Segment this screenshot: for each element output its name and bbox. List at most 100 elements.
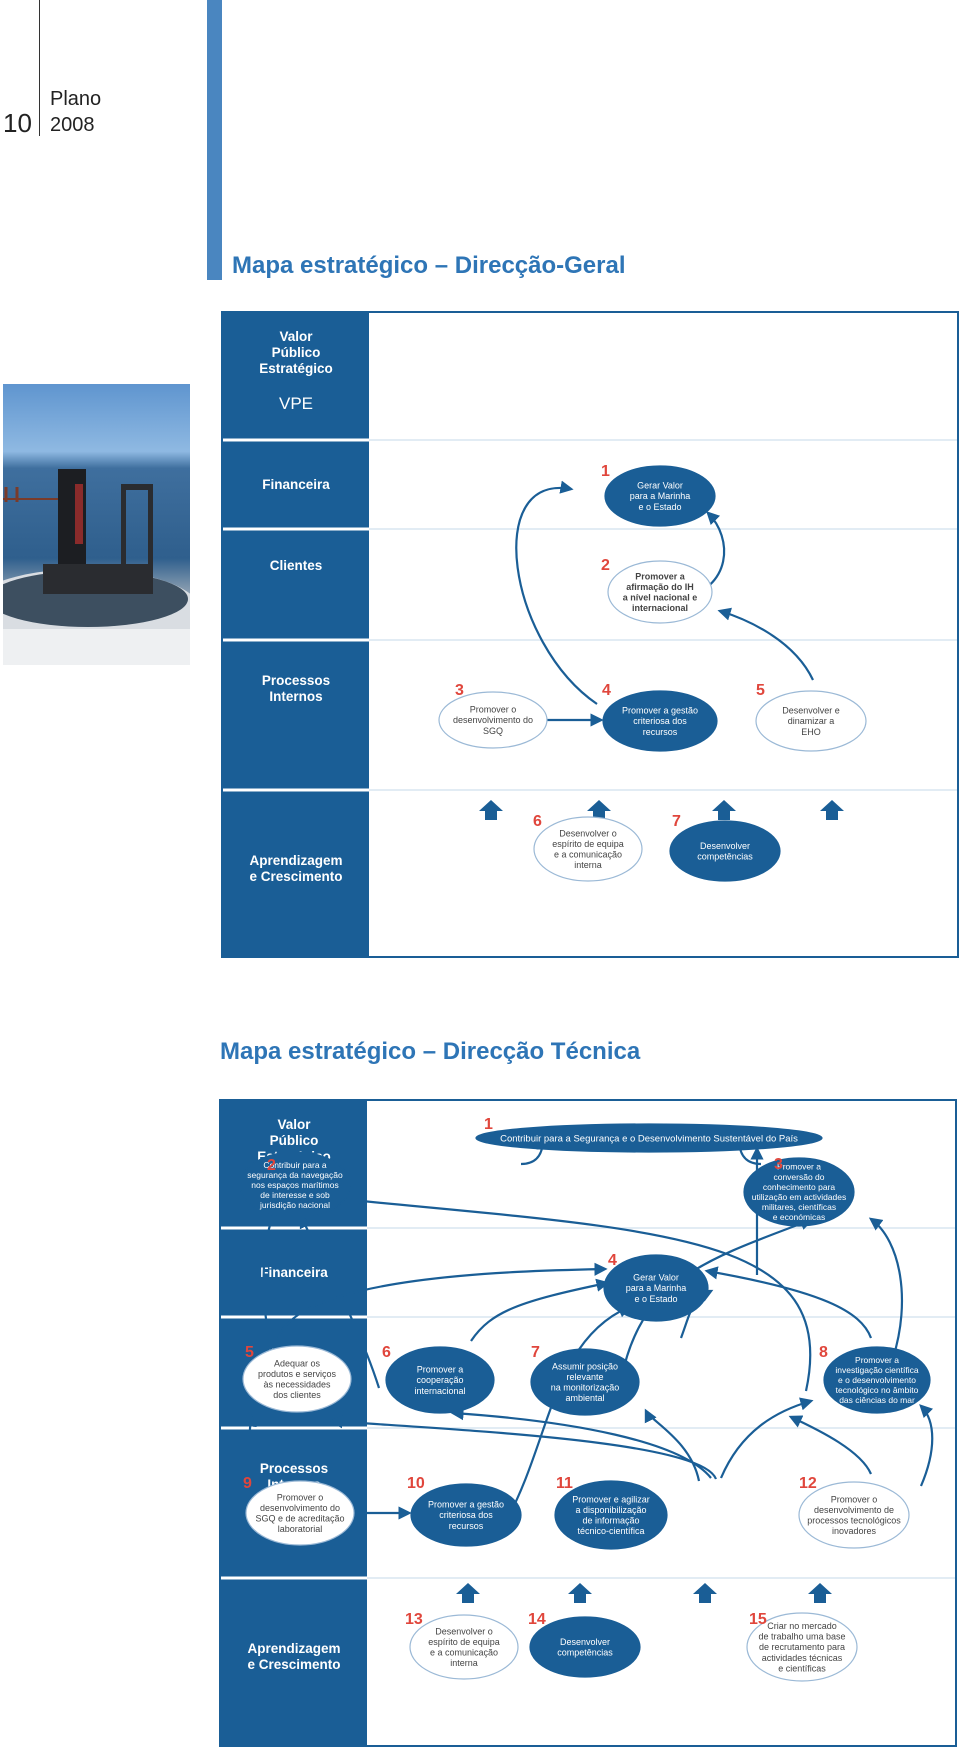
up-arrow-icon [693,1583,717,1603]
dg-objective-6-number: 6 [533,813,542,830]
arrow-8-to-3 [868,1217,903,1359]
dt-objective-1 [475,1123,823,1153]
dt-objective-3 [743,1157,855,1227]
instrument-photo [3,384,190,665]
document-year: 2008 [50,114,95,136]
dg-objective-6 [533,816,643,882]
up-arrow-icon [808,1583,832,1603]
page-number: 10 [3,108,32,138]
dg-objective-3 [438,691,548,749]
strategy-map-direccao-tecnica: ValorPúblicoEstratégicoVPEFinanceiraClie… [219,1099,957,1747]
decorative-blue-bar [207,0,222,280]
dt-objective-1-text: Contribuir para a Segurança e o Desenvol… [500,1133,798,1144]
up-arrow-icon [587,800,611,820]
arrow-8-to-4 [704,1266,873,1339]
up-arrow-icon [820,800,844,820]
dg-row-label-financeira: Financeira [262,477,330,492]
arrow-11-to-8 [719,1397,814,1479]
up-arrow-icon [712,800,736,820]
arrow-4-to-1 [515,480,598,705]
dt-objective-8-number: 8 [819,1344,828,1361]
dg-row-label-clientes: Clientes [270,558,323,573]
dg-objective-5-number: 5 [756,682,765,699]
title-map-direccao-tecnica: Mapa estratégico – Direcção Técnica [220,1038,641,1065]
dg-objective-1 [604,465,716,527]
arrow-12-to-8 [919,1404,934,1487]
dt-objective-14-number: 14 [528,1611,546,1628]
arrow-12-to-7 [788,1415,873,1475]
up-arrow-icon [456,1583,480,1603]
dt-objective-7-number: 7 [531,1344,540,1361]
dg-objective-2-number: 2 [601,557,610,574]
dt-objective-12 [798,1481,910,1549]
perspective-sidebar [223,313,369,956]
dt-objective-8 [823,1346,931,1414]
dg-objective-4 [602,690,718,752]
dt-objective-9 [245,1480,355,1546]
arrow-6-to-4 [470,1278,610,1342]
dg-objective-2 [607,560,713,624]
dt-objective-14 [529,1616,641,1678]
arrow-11-to-5 [329,1415,718,1480]
dt-objective-2 [239,1151,351,1219]
dt-objective-12-number: 12 [799,1475,817,1492]
dt-objective-4 [603,1254,709,1322]
dg-objective-7 [669,820,781,882]
dt-objective-15 [746,1612,858,1682]
dg-objective-3-number: 3 [455,682,464,699]
header-divider [39,0,40,136]
arrow-5-to-4 [276,1262,608,1339]
dg-objective-4-number: 4 [602,682,611,699]
dt-objective-3-number: 3 [774,1156,783,1173]
arrow-11-to-7 [644,1408,701,1482]
dt-objective-2-number: 2 [267,1157,276,1174]
dt-objective-9-number: 9 [243,1475,252,1492]
dt-objective-10 [410,1483,522,1547]
arrow-9-to-5 [243,1413,257,1505]
dt-objective-5 [242,1345,352,1413]
diagram-dt-canvas: ValorPúblicoEstratégicoVPEFinanceiraClie… [221,1101,955,1745]
dt-objective-4-number: 4 [608,1252,617,1269]
dt-objective-5-number: 5 [245,1344,254,1361]
dt-objective-7 [530,1348,640,1416]
dt-row-label-financeira: Financeira [260,1265,328,1280]
title-map-direccao-geral: Mapa estratégico – Direcção-Geral [232,252,626,279]
up-arrow-icon [479,800,503,820]
arrow-7-to-2 [328,1192,812,1392]
dt-objective-13-number: 13 [405,1611,423,1628]
dg-objective-7-number: 7 [672,813,681,830]
dt-objective-1-number: 1 [484,1116,493,1133]
dt-objective-6-number: 6 [382,1344,391,1361]
dg-objective-1-number: 1 [601,463,610,480]
dt-objective-11-number: 11 [556,1475,573,1492]
dg-row-sublabel-vpe: VPE [279,394,313,413]
dt-objective-11 [554,1480,668,1550]
arrow-6-to-2 [299,1214,381,1389]
up-arrow-icon [568,1583,592,1603]
dt-objective-15-number: 15 [749,1611,767,1628]
